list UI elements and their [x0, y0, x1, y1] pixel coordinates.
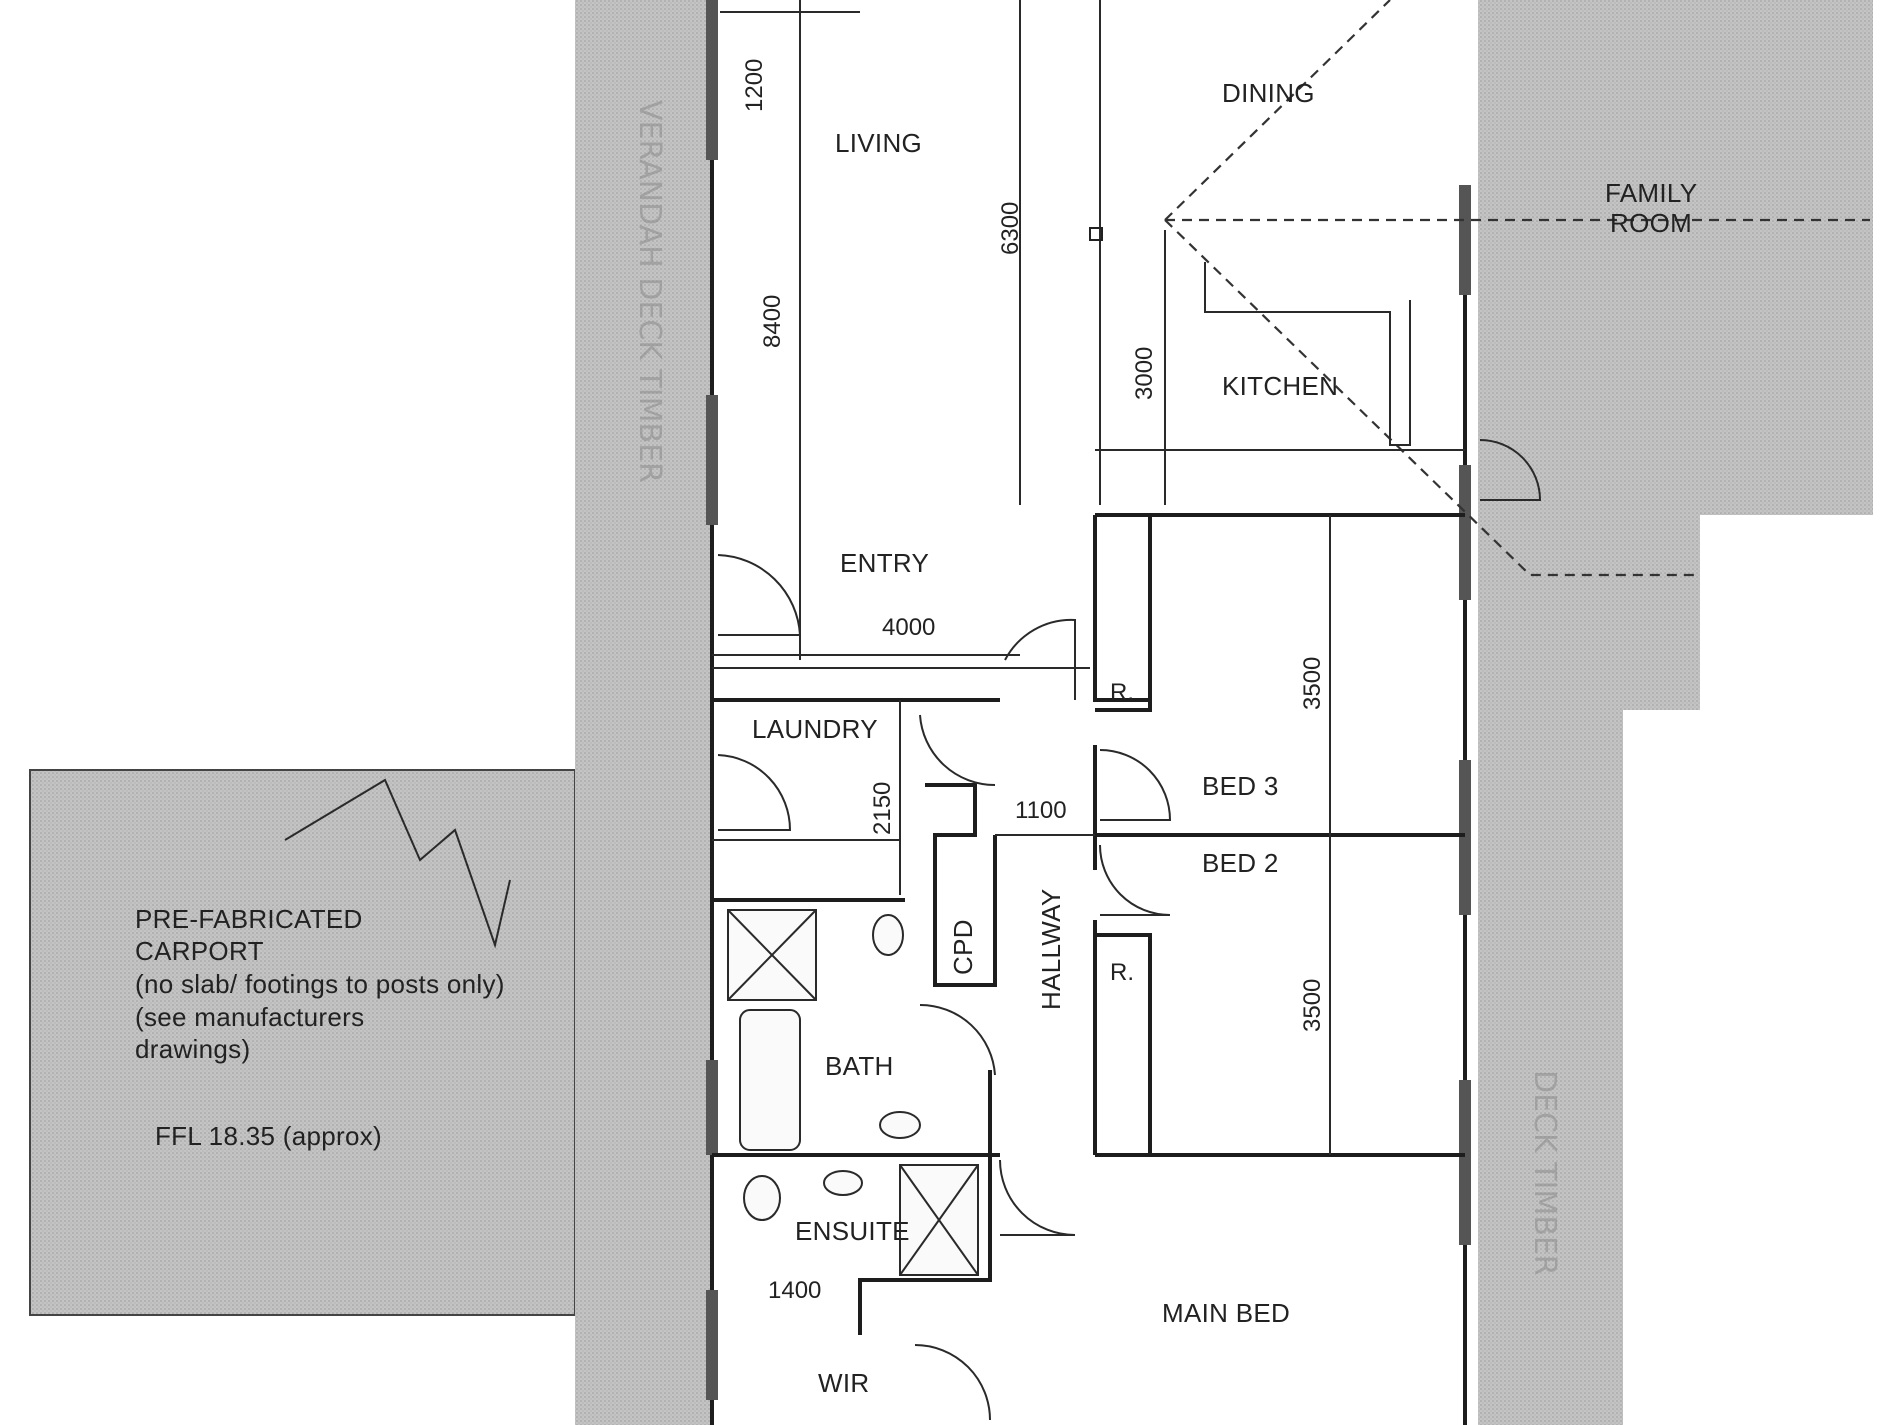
carport-label-1: PRE-FABRICATED — [135, 904, 363, 934]
room-label-robe-upper: R. — [1110, 679, 1134, 706]
shower-bath-x2 — [727, 909, 817, 1001]
carport-area — [29, 769, 576, 1316]
room-label-wir: WIR — [818, 1368, 869, 1398]
carport-ffl: FFL 18.35 (approx) — [155, 1121, 382, 1151]
room-label-bed2: BED 2 — [1202, 848, 1279, 878]
carport-sketch-line — [284, 778, 511, 949]
room-label-family-1: FAMILY — [1605, 178, 1697, 208]
room-label-living: LIVING — [835, 128, 922, 158]
dimension-3500-lower: 3500 — [1299, 979, 1326, 1032]
window-right-1 — [1459, 185, 1471, 295]
dimension-1100: 1100 — [1015, 797, 1067, 824]
dimension-1400: 1400 — [768, 1277, 821, 1304]
window-right-4 — [1459, 1080, 1471, 1245]
dimension-8400: 8400 — [759, 295, 786, 348]
toilet-bath — [872, 914, 904, 956]
room-label-robe-lower: R. — [1110, 959, 1134, 986]
robe-upper — [1095, 515, 1152, 712]
left-deck-label: VERANDAH DECK TIMBER — [632, 100, 667, 483]
left-deck-area — [575, 0, 710, 1425]
window-right-2 — [1459, 465, 1471, 600]
door-family-room — [1479, 439, 1542, 501]
bathtub — [739, 1009, 801, 1151]
toilet-ensuite — [743, 1175, 781, 1221]
post-marker — [1089, 227, 1103, 241]
wir-wall — [858, 1155, 992, 1335]
right-deck-label: DECK TIMBER — [1527, 1070, 1562, 1276]
carport-label-5: drawings) — [135, 1034, 250, 1064]
dimension-2150: 2150 — [869, 782, 896, 835]
room-label-hallway: HALLWAY — [1036, 888, 1066, 1010]
door-bath — [919, 1003, 996, 1076]
carport-label-4: (see manufacturers — [135, 1002, 364, 1032]
room-label-main-bed: MAIN BED — [1162, 1298, 1290, 1328]
shower-ensuite-x2 — [899, 1164, 979, 1276]
carport-label-2: CARPORT — [135, 936, 264, 966]
dimension-3500-upper: 3500 — [1299, 657, 1326, 710]
step-area — [1620, 515, 1700, 710]
door-bed3 — [1099, 749, 1172, 821]
carport-label-3: (no slab/ footings to posts only) — [135, 969, 505, 999]
room-label-ensuite: ENSUITE — [795, 1216, 910, 1246]
door-entry — [717, 554, 802, 636]
window-left-1 — [706, 0, 718, 160]
dashed-beam-1 — [1164, 0, 1391, 221]
dimension-4000: 4000 — [882, 614, 935, 641]
door-laundry-hall — [919, 714, 996, 787]
right-deck-area — [1478, 515, 1623, 1425]
door-ensuite — [999, 1159, 1076, 1236]
robe-lower — [1095, 933, 1152, 1155]
dimension-6300: 6300 — [997, 202, 1024, 255]
dimension-1200: 1200 — [741, 59, 768, 112]
window-left-2 — [706, 395, 718, 525]
kitchen-bench — [1204, 262, 1411, 446]
door-laundry — [717, 754, 792, 831]
room-label-bed3: BED 3 — [1202, 771, 1279, 801]
room-label-laundry: LAUNDRY — [752, 714, 878, 744]
room-label-family-2: ROOM — [1610, 208, 1692, 238]
window-left-4 — [706, 1290, 718, 1400]
window-right-3 — [1459, 760, 1471, 915]
basin-bath — [879, 1111, 921, 1139]
room-label-entry: ENTRY — [840, 548, 929, 578]
family-room-area — [1478, 0, 1873, 515]
room-label-dining: DINING — [1222, 78, 1315, 108]
room-label-cpd: CPD — [948, 919, 978, 975]
room-label-bath: BATH — [825, 1051, 894, 1081]
dimension-3000: 3000 — [1131, 347, 1158, 400]
room-label-kitchen: KITCHEN — [1222, 371, 1338, 401]
door-hall-top — [1004, 618, 1076, 700]
basin-ensuite — [823, 1170, 863, 1196]
door-wir — [914, 1344, 991, 1421]
window-left-3 — [706, 1060, 718, 1155]
cpd-wall — [925, 783, 997, 987]
door-bed2 — [1099, 844, 1171, 916]
